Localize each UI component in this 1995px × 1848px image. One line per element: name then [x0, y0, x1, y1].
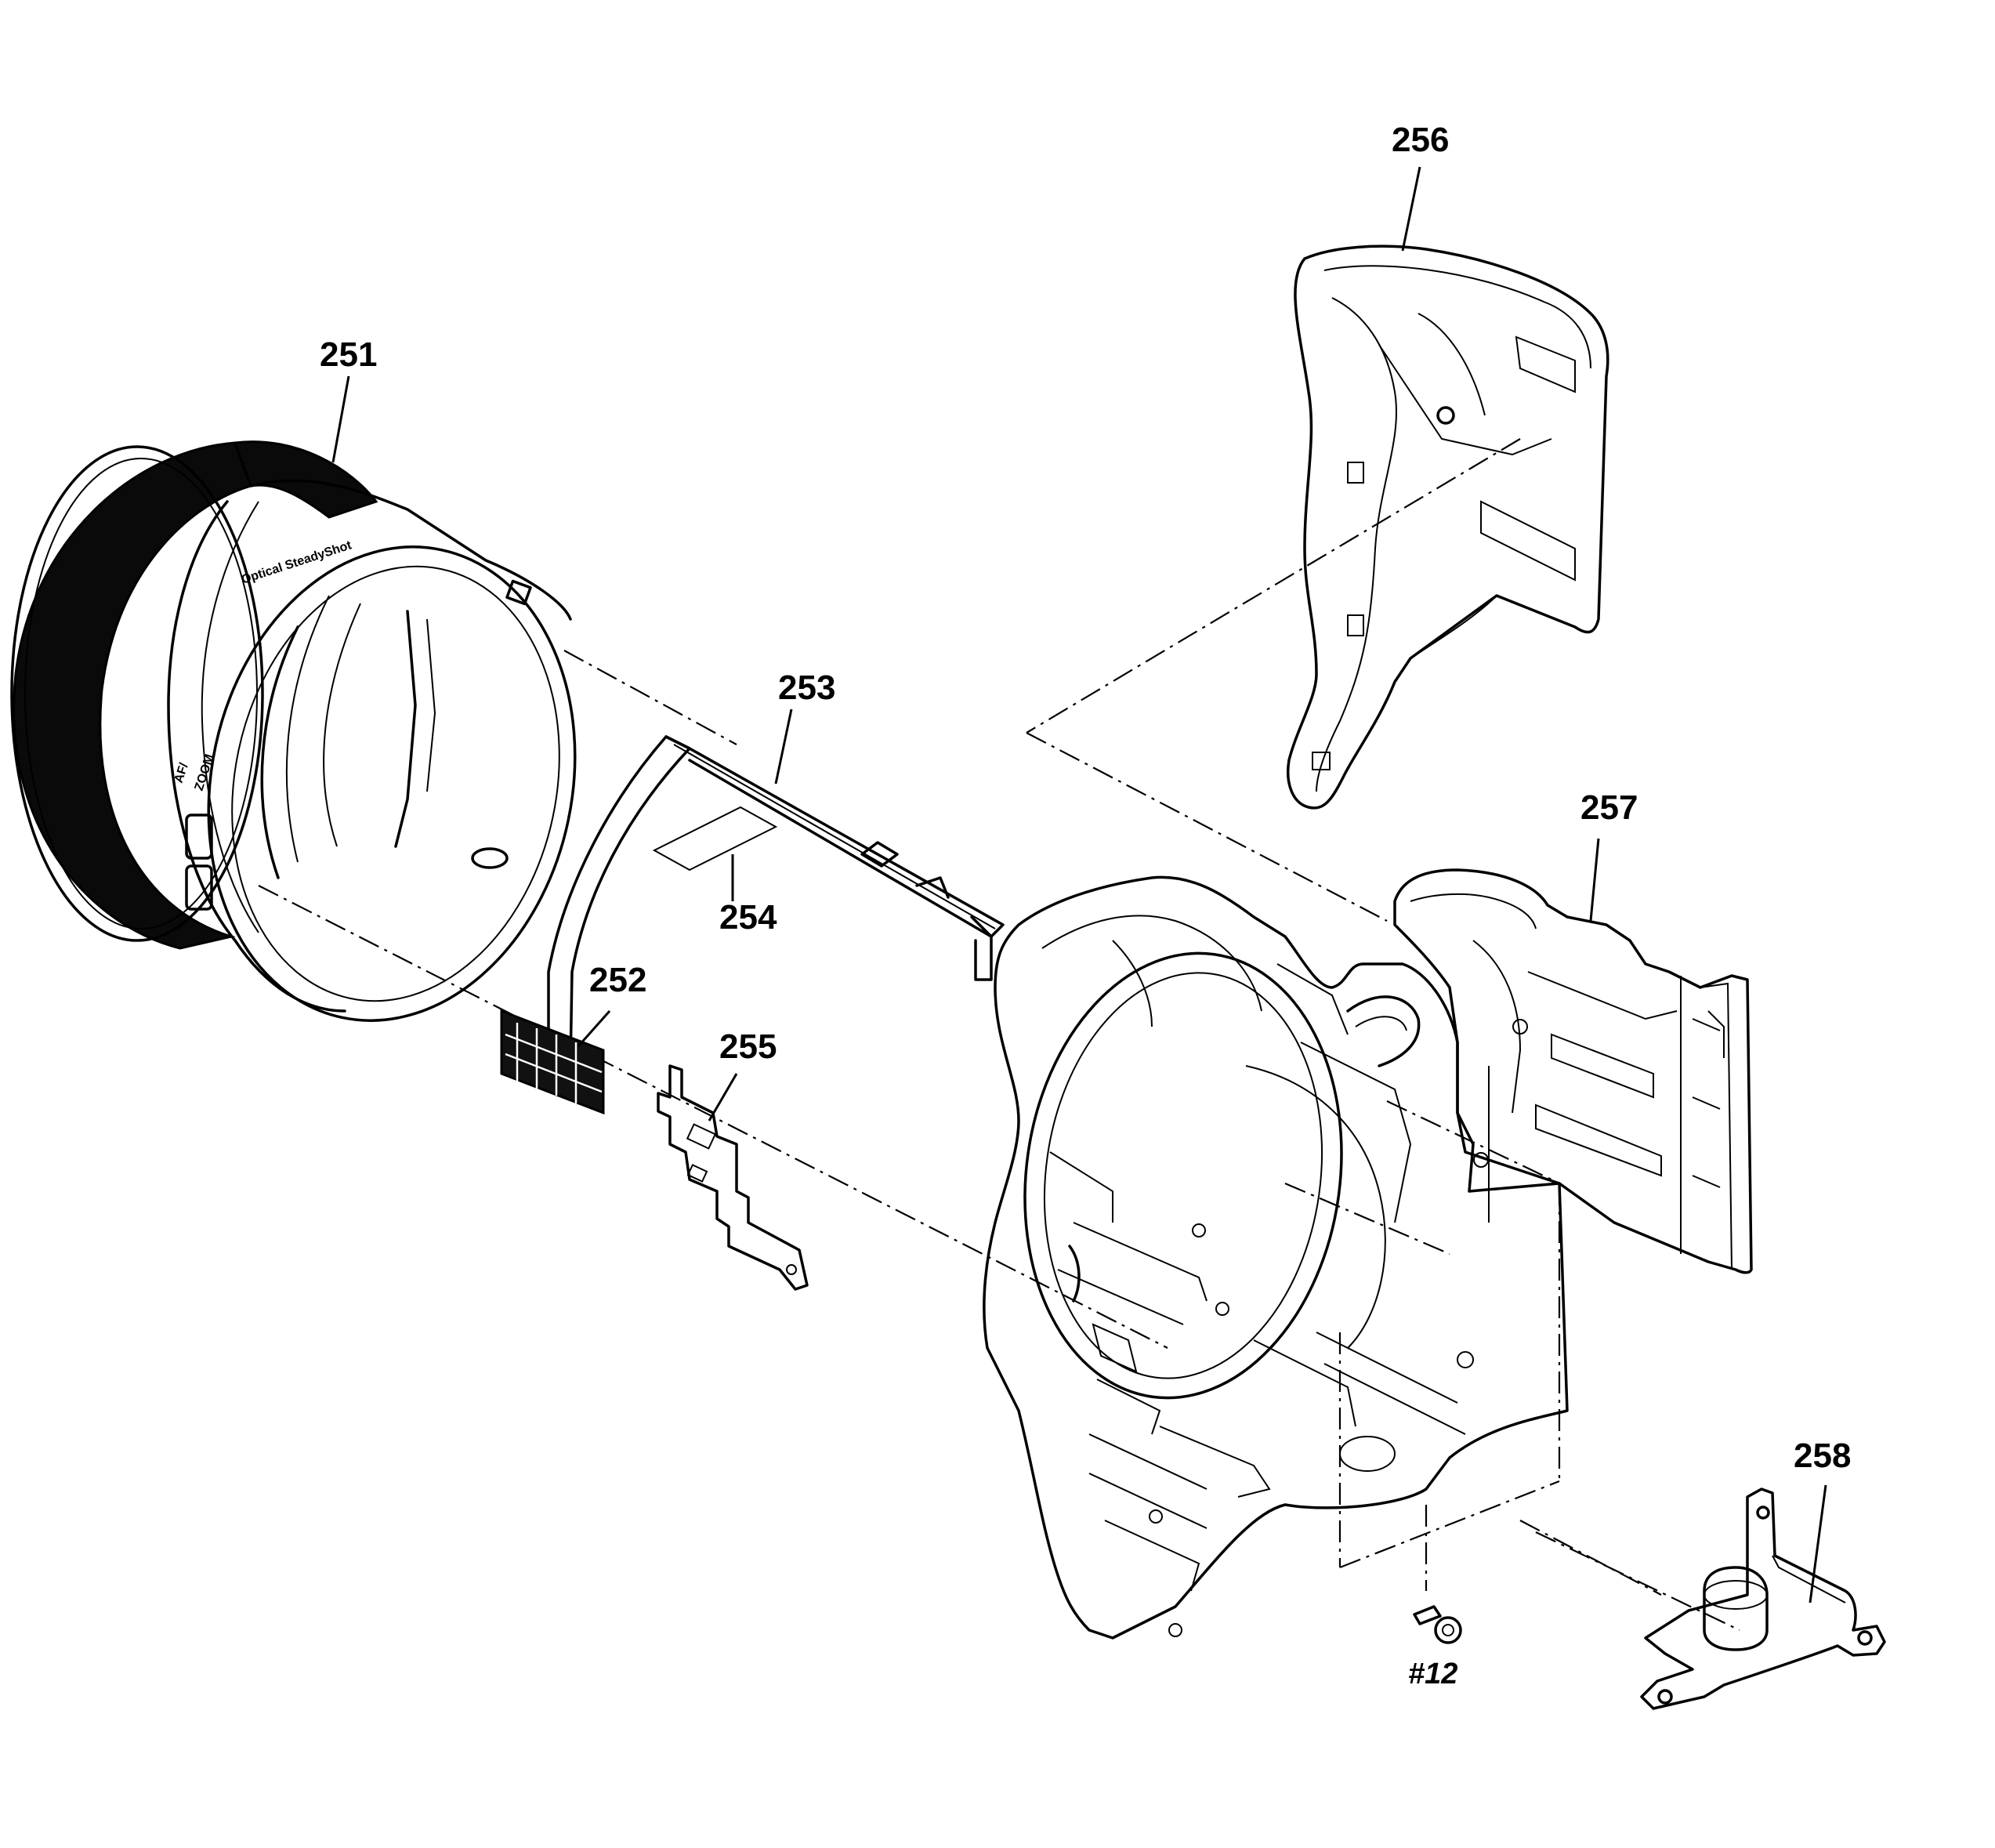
- callout-252: 252: [589, 961, 646, 999]
- assembly-guide-lines: [258, 438, 1740, 1631]
- main-body-frame: [983, 875, 1569, 1640]
- callout-screw-12: #12: [1408, 1658, 1457, 1690]
- callout-254: 254: [719, 898, 777, 937]
- part-257-side-cover: [1393, 868, 1753, 1274]
- part-252-mesh-grille: [500, 1009, 605, 1115]
- callout-labels: 251 252 253 254 255 256 257 258 #12: [320, 121, 1851, 1690]
- af-zoom-label: AF/: [172, 761, 191, 784]
- callout-255: 255: [719, 1027, 777, 1066]
- part-254-adhesive-sheet: [652, 806, 778, 871]
- part-256-grip-cover: [1287, 245, 1609, 810]
- leader-lines: [331, 166, 1827, 1603]
- callout-258: 258: [1794, 1437, 1851, 1475]
- zoom-label: ZOOM: [193, 752, 217, 792]
- callout-256: 256: [1392, 121, 1449, 159]
- part-251-lens-ring: AF/ ZOOM Optical SteadyShot: [10, 440, 577, 1022]
- part-255-metal-bracket: [657, 1064, 809, 1291]
- ring-brand-marking: Optical SteadyShot: [240, 538, 353, 587]
- callout-253: 253: [778, 669, 835, 707]
- screw-12: [1413, 1605, 1462, 1644]
- callout-251: 251: [320, 335, 377, 374]
- part-258-mount-bracket: [1640, 1487, 1886, 1710]
- callout-257: 257: [1580, 788, 1638, 827]
